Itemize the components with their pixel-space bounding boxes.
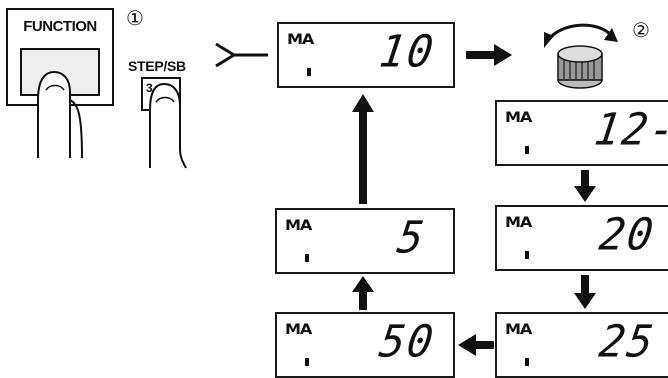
entry-arrow-icon (215, 42, 268, 68)
step-sb-key-sub-label: 3 (146, 81, 153, 95)
lcd-mode-label: MA (505, 215, 532, 231)
step-1-marker: ① (126, 6, 144, 30)
arrow-left-icon (458, 334, 494, 356)
lcd-mode-label: MA (285, 218, 312, 234)
lcd-mode-label: MA (287, 32, 314, 48)
lcd-display-5: MA 5 (275, 208, 455, 274)
lcd-value: 12- (591, 103, 668, 156)
lcd-indicator-dot (525, 251, 529, 259)
lcd-indicator-dot (307, 68, 311, 76)
lcd-value: 25 (596, 315, 659, 368)
lcd-mode-label: MA (505, 110, 532, 126)
lcd-mode-label: MA (285, 322, 312, 338)
lcd-display-20: MA 20 (495, 205, 668, 271)
lcd-value: 5 (394, 211, 429, 264)
function-key-housing: FUNCTION (6, 8, 114, 106)
step-2-marker: ② (632, 18, 650, 42)
lcd-display-12: MA 12- (495, 100, 668, 166)
lcd-indicator-dot (305, 254, 309, 262)
arrow-up-icon (352, 276, 374, 310)
arrow-down-icon (574, 170, 596, 202)
lcd-display-25: MA 25 (495, 312, 668, 378)
lcd-indicator-dot (525, 358, 529, 366)
finger-pressing-step-icon (149, 82, 187, 169)
rotary-knob-icon[interactable] (540, 18, 620, 90)
arrow-right-icon (466, 44, 512, 66)
function-key-label: FUNCTION (23, 18, 97, 35)
lcd-value: 10 (376, 25, 439, 78)
arrow-up-long-icon (352, 94, 374, 204)
lcd-value: 50 (376, 315, 439, 368)
lcd-value: 20 (596, 208, 659, 261)
lcd-display-10: MA 10 (277, 22, 455, 88)
finger-pressing-function-icon (37, 70, 83, 159)
lcd-indicator-dot (525, 146, 529, 154)
step-sb-key-label: STEP/SB (128, 58, 186, 74)
lcd-indicator-dot (305, 358, 309, 366)
lcd-mode-label: MA (505, 322, 532, 338)
lcd-display-50: MA 50 (275, 312, 455, 378)
arrow-down-icon (574, 275, 596, 309)
